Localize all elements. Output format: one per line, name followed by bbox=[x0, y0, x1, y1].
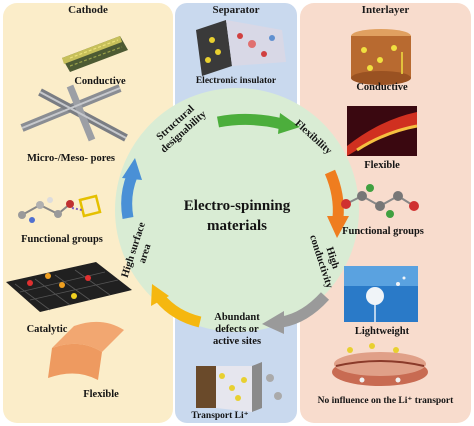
interlayer-transport-image bbox=[332, 343, 428, 386]
interlayer-label-transport: No influence on the Li⁺ transport bbox=[317, 396, 454, 406]
interlayer-lightweight-image bbox=[344, 266, 418, 322]
center-title-line2: materials bbox=[207, 218, 267, 234]
separator-label-insulator: Electronic insulator bbox=[195, 76, 277, 86]
cathode-title: Cathode bbox=[68, 4, 108, 16]
interlayer-label-functional-groups: Functional groups bbox=[342, 226, 424, 237]
cathode-functional-groups-image bbox=[18, 194, 102, 223]
arrowhead-grey bbox=[262, 311, 284, 334]
cathode-label-catalytic: Catalytic bbox=[26, 324, 68, 335]
interlayer-conductive-image bbox=[351, 29, 411, 85]
step-defects-line2: defects or bbox=[215, 324, 259, 335]
cathode-conductive-image bbox=[62, 36, 128, 72]
separator-label-transport: Transport Li⁺ bbox=[191, 411, 249, 421]
cycle-circle bbox=[115, 88, 359, 332]
cathode-flexible-image bbox=[48, 321, 124, 380]
arrowhead-blue bbox=[122, 158, 142, 180]
arrow-flexibility-to-conductivity bbox=[324, 169, 344, 219]
interlayer-label-lightweight: Lightweight bbox=[354, 326, 410, 337]
interlayer-panel bbox=[300, 3, 471, 423]
cathode-panel bbox=[3, 3, 173, 423]
arrowhead-orange bbox=[327, 216, 349, 238]
interlayer-functional-groups-image bbox=[341, 184, 419, 218]
center-title-line1: Electro-spinning bbox=[183, 198, 291, 214]
interlayer-title: Interlayer bbox=[361, 4, 410, 16]
interlayer-flexible-image bbox=[347, 106, 418, 156]
cathode-label-flexible: Flexible bbox=[83, 389, 119, 400]
cathode-pores-image bbox=[20, 84, 128, 142]
separator-title: Separator bbox=[212, 4, 260, 16]
interlayer-label-flexible: Flexible bbox=[364, 160, 400, 171]
interlayer-label-conductive: Conductive bbox=[356, 82, 408, 93]
step-abundant-defects: Abundant defects or active sites bbox=[195, 312, 279, 348]
cathode-label-functional-groups: Functional groups bbox=[21, 234, 103, 245]
arrow-conductivity-to-defects bbox=[280, 292, 330, 328]
step-defects-line1: Abundant bbox=[214, 312, 260, 323]
arrow-defects-to-surface bbox=[155, 294, 202, 328]
arrowhead-green bbox=[278, 113, 300, 134]
arrowhead-yellow bbox=[151, 284, 169, 306]
arrow-surface-to-structural bbox=[121, 173, 138, 219]
step-defects-line3: active sites bbox=[212, 336, 262, 347]
cathode-catalytic-image bbox=[6, 262, 132, 312]
arrow-structural-to-flexibility bbox=[216, 113, 284, 130]
separator-transport-image bbox=[196, 362, 282, 412]
cathode-label-pores: Micro-/Meso- pores bbox=[27, 153, 115, 164]
separator-insulator-image bbox=[196, 20, 286, 76]
cathode-label-conductive: Conductive bbox=[74, 76, 126, 87]
